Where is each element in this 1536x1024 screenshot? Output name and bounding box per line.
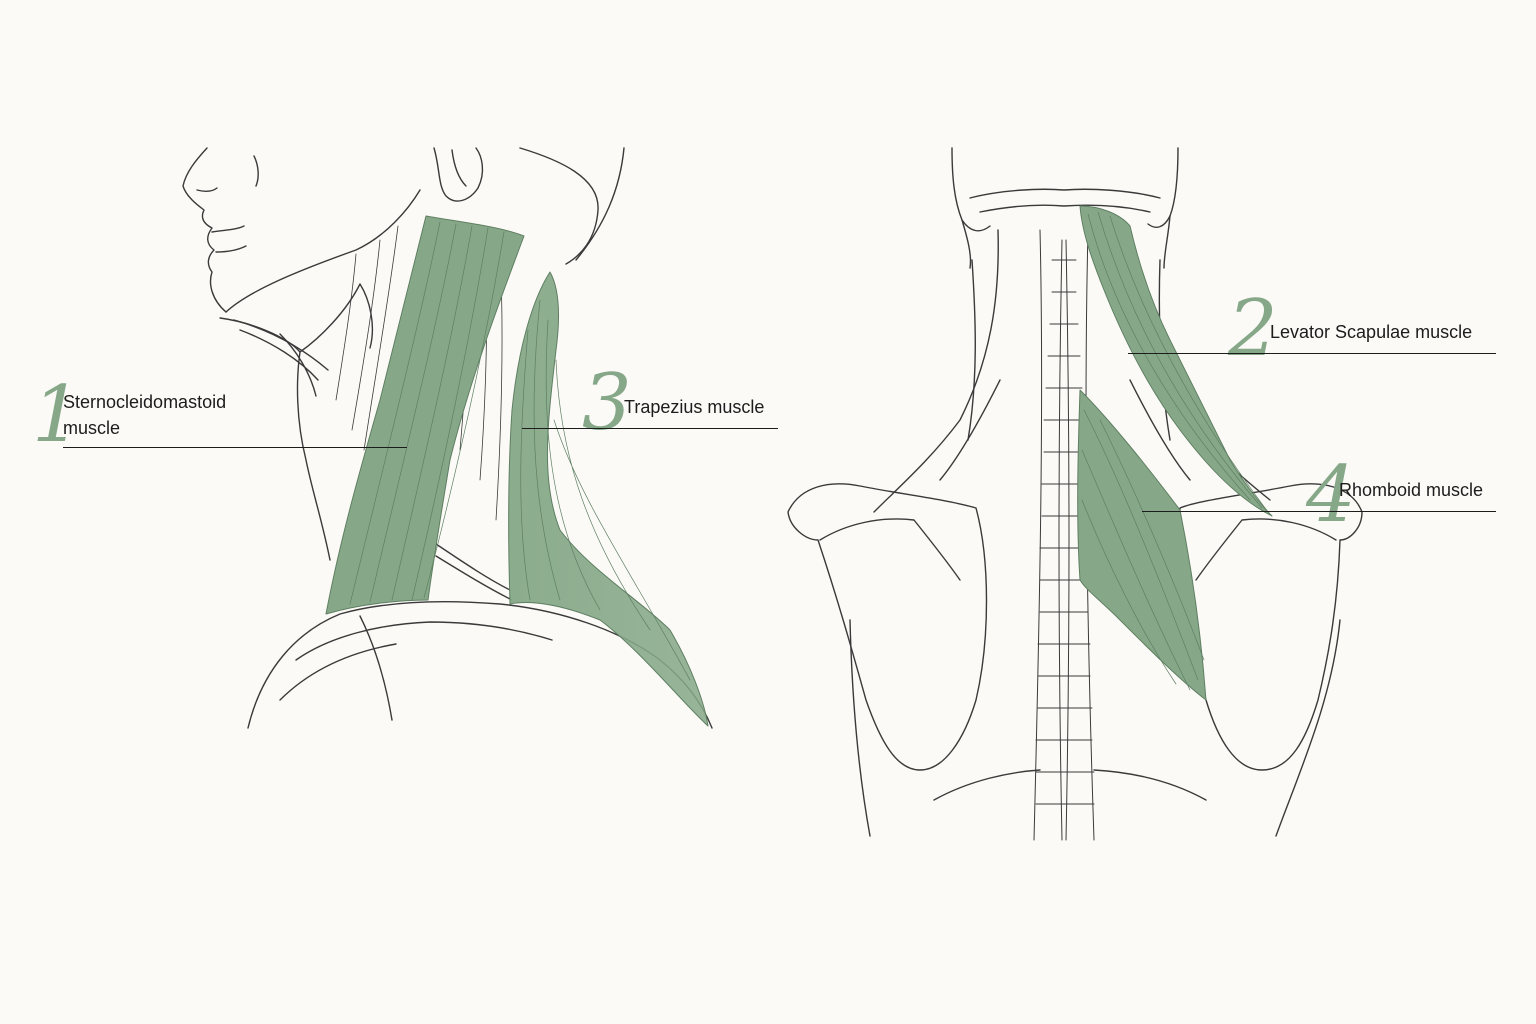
face-profile-outline — [182, 147, 227, 313]
neck-side-view — [182, 147, 713, 729]
right-scapula — [1178, 483, 1363, 771]
callout-number: 1 — [32, 370, 82, 460]
nostril — [196, 187, 218, 193]
omohyoid — [429, 539, 513, 601]
left-scapula-spine — [819, 518, 961, 581]
cheek-line — [253, 155, 259, 187]
jaw-underside — [219, 283, 374, 353]
chest-curve — [279, 615, 397, 721]
back-torso-outline — [849, 619, 1341, 837]
trapezius-side-fibers — [520, 299, 691, 681]
back-of-head — [519, 147, 599, 265]
skull-base — [969, 188, 1161, 213]
callout-label: Levator Scapulae muscle — [1270, 322, 1473, 342]
lower-back-curve — [933, 769, 1207, 801]
trapezius-side-shape — [508, 271, 709, 727]
hyoid-lines — [233, 319, 329, 397]
clavicle — [295, 621, 553, 661]
ear-outline — [433, 147, 484, 202]
ear-right — [1163, 215, 1171, 269]
left-scapula — [787, 483, 988, 771]
rhomboid-shape — [1077, 389, 1207, 701]
leader-line — [1142, 511, 1496, 512]
levator-scapulae-shape — [1079, 205, 1273, 517]
throat-front — [296, 351, 331, 561]
spine — [1033, 229, 1095, 841]
rhomboid-fibers — [1081, 409, 1205, 691]
callout-label: Rhomboid muscle — [1339, 480, 1484, 500]
ear-left — [961, 219, 972, 269]
callout-label: Sternocleidomastoid — [63, 392, 227, 412]
sternocleidomastoid-shape — [325, 215, 525, 615]
upper-back-view — [787, 147, 1363, 841]
leader-line — [522, 428, 778, 429]
skull-base — [575, 147, 625, 261]
mouth-line — [211, 225, 245, 233]
callout-number: 3 — [582, 358, 632, 448]
leader-line — [1128, 353, 1496, 354]
ear-inner — [451, 149, 467, 187]
right-scapula-spine — [1195, 518, 1337, 581]
lower-lip — [215, 245, 247, 253]
callout-label-line2: muscle — [63, 418, 121, 438]
sternocleidomastoid-fibers — [349, 221, 505, 605]
trapezius-back-outline — [873, 229, 1271, 513]
callout-number: 2 — [1228, 284, 1278, 374]
callout-label: Trapezius muscle — [624, 397, 765, 417]
callout-number: 4 — [1306, 450, 1356, 540]
leader-line — [63, 447, 407, 448]
trapezius-center — [939, 379, 1191, 481]
jaw-line — [225, 189, 421, 313]
